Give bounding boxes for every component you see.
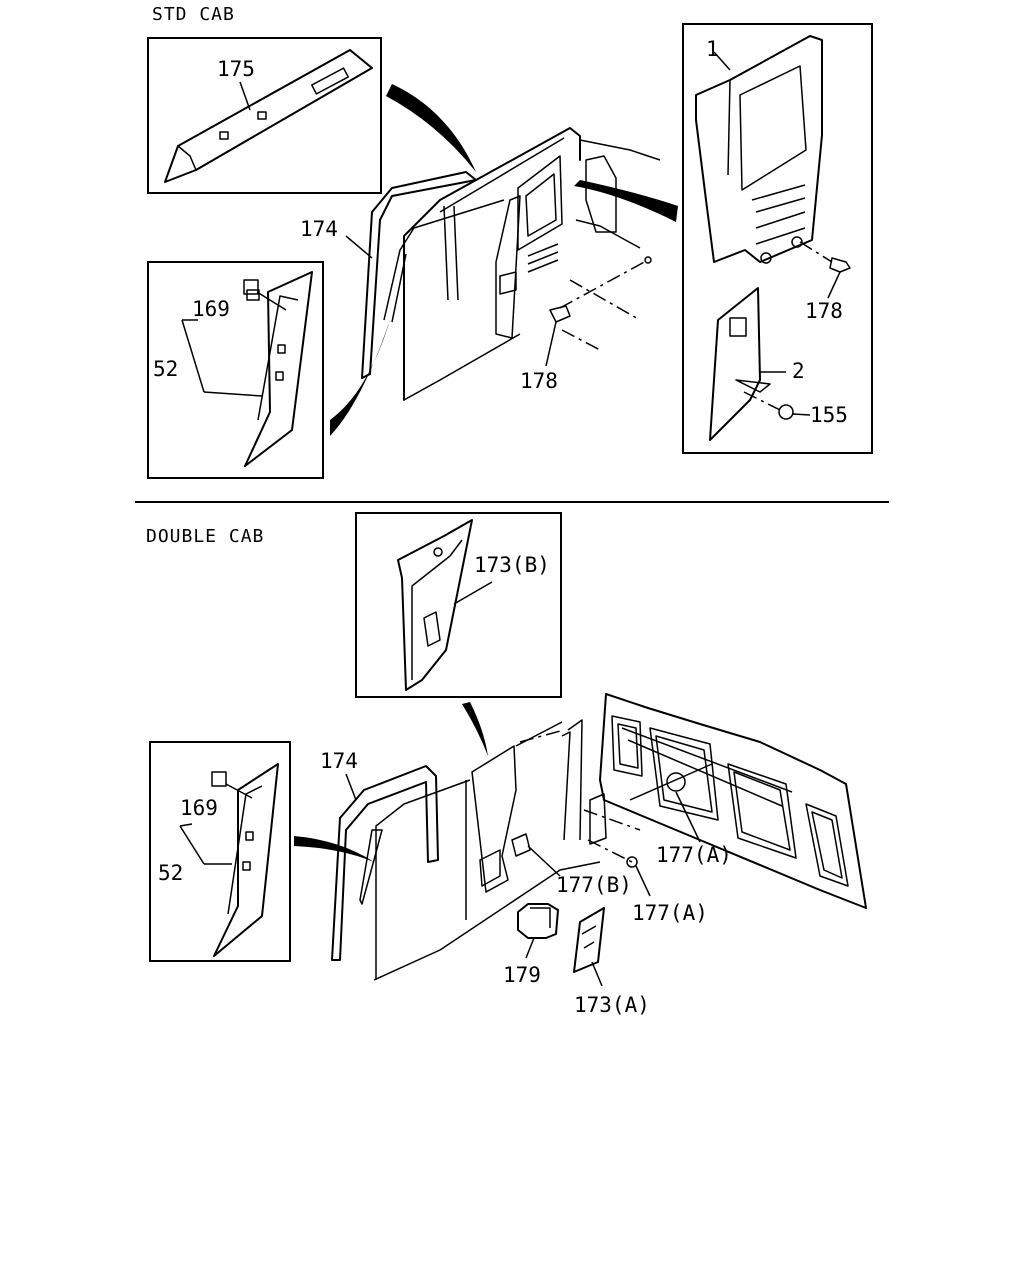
label-177b: 177(B) (556, 873, 632, 897)
label-52-double: 52 (158, 861, 183, 885)
label-52-std: 52 (153, 357, 178, 381)
label-155: 155 (810, 403, 848, 427)
pointer-52-double (294, 836, 374, 862)
inset-box-175 (147, 37, 382, 194)
inset-box-rear-trim (682, 23, 873, 454)
double-cab-body (331, 719, 641, 981)
inset-box-52-double (149, 741, 291, 962)
std-cab-section: STD CAB 175 169 52 (147, 4, 873, 479)
label-173b: 173(B) (474, 553, 550, 577)
label-177a-upper: 177(A) (656, 843, 732, 867)
label-169-std: 169 (192, 297, 230, 321)
label-179: 179 (503, 963, 541, 987)
label-2: 2 (792, 359, 805, 383)
std-cab-body (361, 127, 661, 401)
label-178-right: 178 (805, 299, 843, 323)
plug-177a (626, 856, 651, 897)
pointer-rear-trim (574, 180, 678, 222)
label-173a: 173(A) (574, 993, 650, 1017)
pointer-173b (462, 702, 488, 756)
part-173a (573, 907, 605, 987)
inset-box-52 (147, 261, 324, 479)
label-169-double: 169 (180, 796, 218, 820)
label-175: 175 (217, 57, 255, 81)
clip-177b (511, 833, 561, 877)
part-179 (517, 903, 559, 959)
std-cab-heading: STD CAB (152, 4, 235, 25)
label-1: 1 (706, 37, 719, 61)
double-cab-heading: DOUBLE CAB (146, 526, 264, 547)
double-cab-section: DOUBLE CAB 173(B) 169 52 (146, 512, 867, 1017)
label-177a-lower: 177(A) (632, 901, 708, 925)
pointer-52 (330, 320, 390, 436)
rear-panel-double (599, 693, 867, 909)
label-174-std: 174 (300, 217, 338, 241)
inset-box-173b (355, 512, 562, 698)
label-174-double: 174 (320, 749, 358, 773)
pointer-175 (386, 84, 476, 172)
label-178-center: 178 (520, 369, 558, 393)
